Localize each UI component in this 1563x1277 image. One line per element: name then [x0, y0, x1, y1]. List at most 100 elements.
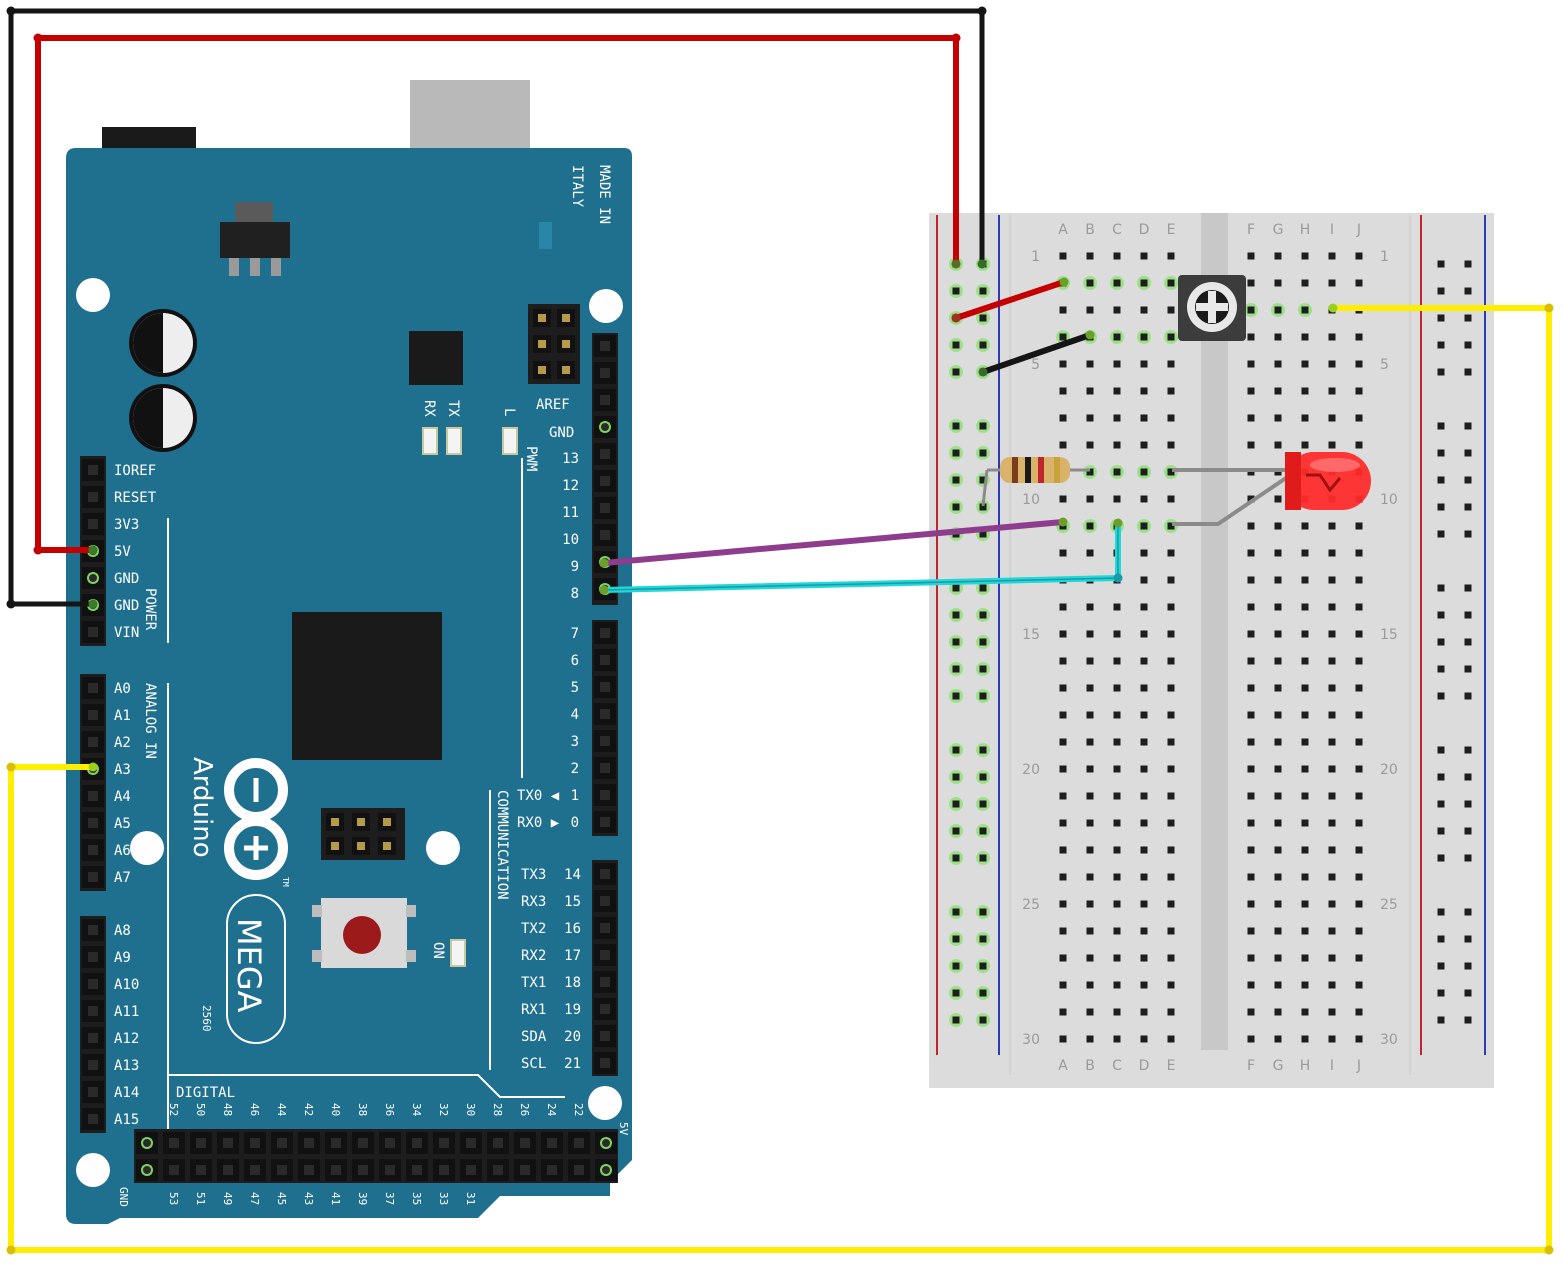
breadboard-hole[interactable]	[952, 287, 960, 295]
breadboard-hole[interactable]	[1247, 630, 1255, 638]
breadboard-hole[interactable]	[1274, 495, 1282, 503]
breadboard-hole[interactable]	[1086, 522, 1094, 530]
breadboard-hole[interactable]	[1167, 927, 1175, 935]
breadboard-hole[interactable]	[1274, 981, 1282, 989]
breadboard-hole[interactable]	[1328, 954, 1336, 962]
breadboard-hole[interactable]	[1059, 846, 1067, 854]
breadboard-hole[interactable]	[1140, 819, 1148, 827]
breadboard-hole[interactable]	[1274, 819, 1282, 827]
breadboard-hole[interactable]	[1086, 468, 1094, 476]
breadboard-hole[interactable]	[952, 827, 960, 835]
breadboard-hole[interactable]	[1113, 441, 1121, 449]
breadboard-hole[interactable]	[1355, 873, 1363, 881]
breadboard-hole[interactable]	[1301, 630, 1309, 638]
breadboard-hole[interactable]	[1140, 1008, 1148, 1016]
breadboard-hole[interactable]	[979, 962, 987, 970]
breadboard-hole[interactable]	[1301, 387, 1309, 395]
breadboard-hole[interactable]	[1464, 638, 1472, 646]
breadboard-hole[interactable]	[1167, 819, 1175, 827]
breadboard-hole[interactable]	[952, 476, 960, 484]
breadboard-hole[interactable]	[1167, 333, 1175, 341]
breadboard-hole[interactable]	[979, 692, 987, 700]
breadboard-hole[interactable]	[1301, 360, 1309, 368]
breadboard-hole[interactable]	[1301, 657, 1309, 665]
breadboard-hole[interactable]	[1140, 306, 1148, 314]
breadboard-hole[interactable]	[1140, 657, 1148, 665]
breadboard-hole[interactable]	[1113, 387, 1121, 395]
breadboard-hole[interactable]	[1301, 306, 1309, 314]
breadboard-hole[interactable]	[979, 530, 987, 538]
breadboard-hole[interactable]	[952, 908, 960, 916]
breadboard-hole[interactable]	[1328, 279, 1336, 287]
breadboard-hole[interactable]	[1355, 738, 1363, 746]
breadboard-hole[interactable]	[952, 503, 960, 511]
breadboard-hole[interactable]	[1086, 819, 1094, 827]
breadboard-hole[interactable]	[1086, 792, 1094, 800]
breadboard-hole[interactable]	[1355, 441, 1363, 449]
breadboard-hole[interactable]	[1437, 584, 1445, 592]
breadboard-hole[interactable]	[1059, 819, 1067, 827]
breadboard-hole[interactable]	[1328, 873, 1336, 881]
breadboard-hole[interactable]	[1059, 981, 1067, 989]
breadboard-hole[interactable]	[1355, 684, 1363, 692]
breadboard-hole[interactable]	[1059, 900, 1067, 908]
breadboard-hole[interactable]	[1140, 711, 1148, 719]
breadboard-hole[interactable]	[1167, 684, 1175, 692]
breadboard-hole[interactable]	[1140, 576, 1148, 584]
breadboard-hole[interactable]	[1247, 981, 1255, 989]
breadboard-hole[interactable]	[1437, 449, 1445, 457]
breadboard-hole[interactable]	[1355, 846, 1363, 854]
breadboard-hole[interactable]	[1086, 954, 1094, 962]
breadboard-hole[interactable]	[1113, 927, 1121, 935]
breadboard-hole[interactable]	[1113, 279, 1121, 287]
breadboard-hole[interactable]	[1355, 657, 1363, 665]
breadboard-hole[interactable]	[1301, 711, 1309, 719]
breadboard-hole[interactable]	[1247, 603, 1255, 611]
breadboard-hole[interactable]	[1328, 360, 1336, 368]
breadboard-hole[interactable]	[1059, 306, 1067, 314]
breadboard-hole[interactable]	[1247, 738, 1255, 746]
breadboard-hole[interactable]	[1355, 360, 1363, 368]
breadboard-hole[interactable]	[1274, 360, 1282, 368]
breadboard-hole[interactable]	[1328, 576, 1336, 584]
breadboard-hole[interactable]	[1086, 1008, 1094, 1016]
breadboard-hole[interactable]	[1113, 630, 1121, 638]
breadboard-hole[interactable]	[1140, 900, 1148, 908]
breadboard-hole[interactable]	[979, 935, 987, 943]
breadboard-hole[interactable]	[1059, 549, 1067, 557]
breadboard-hole[interactable]	[1464, 692, 1472, 700]
breadboard-hole[interactable]	[1464, 260, 1472, 268]
breadboard-hole[interactable]	[1167, 873, 1175, 881]
breadboard-hole[interactable]	[1464, 962, 1472, 970]
breadboard-hole[interactable]	[1247, 522, 1255, 530]
breadboard-hole[interactable]	[952, 638, 960, 646]
breadboard-hole[interactable]	[1059, 630, 1067, 638]
breadboard-hole[interactable]	[1274, 765, 1282, 773]
breadboard-hole[interactable]	[1355, 252, 1363, 260]
breadboard-hole[interactable]	[1140, 468, 1148, 476]
breadboard-hole[interactable]	[1247, 657, 1255, 665]
breadboard-hole[interactable]	[1464, 746, 1472, 754]
breadboard-hole[interactable]	[1086, 603, 1094, 611]
breadboard-hole[interactable]	[1437, 746, 1445, 754]
breadboard-hole[interactable]	[1167, 1035, 1175, 1043]
breadboard-hole[interactable]	[1086, 495, 1094, 503]
breadboard-hole[interactable]	[1464, 827, 1472, 835]
breadboard-hole[interactable]	[1464, 341, 1472, 349]
breadboard-hole[interactable]	[1301, 576, 1309, 584]
breadboard-hole[interactable]	[1140, 333, 1148, 341]
breadboard-hole[interactable]	[1274, 684, 1282, 692]
breadboard-hole[interactable]	[1059, 927, 1067, 935]
breadboard-hole[interactable]	[1301, 954, 1309, 962]
breadboard-hole[interactable]	[1113, 1035, 1121, 1043]
breadboard-hole[interactable]	[1247, 1035, 1255, 1043]
breadboard-hole[interactable]	[952, 746, 960, 754]
breadboard-hole[interactable]	[1086, 279, 1094, 287]
breadboard-hole[interactable]	[1274, 441, 1282, 449]
breadboard-hole[interactable]	[1247, 819, 1255, 827]
breadboard-hole[interactable]	[1247, 252, 1255, 260]
breadboard-hole[interactable]	[1274, 1035, 1282, 1043]
breadboard-hole[interactable]	[1113, 1008, 1121, 1016]
breadboard-hole[interactable]	[1247, 684, 1255, 692]
breadboard-hole[interactable]	[1247, 954, 1255, 962]
